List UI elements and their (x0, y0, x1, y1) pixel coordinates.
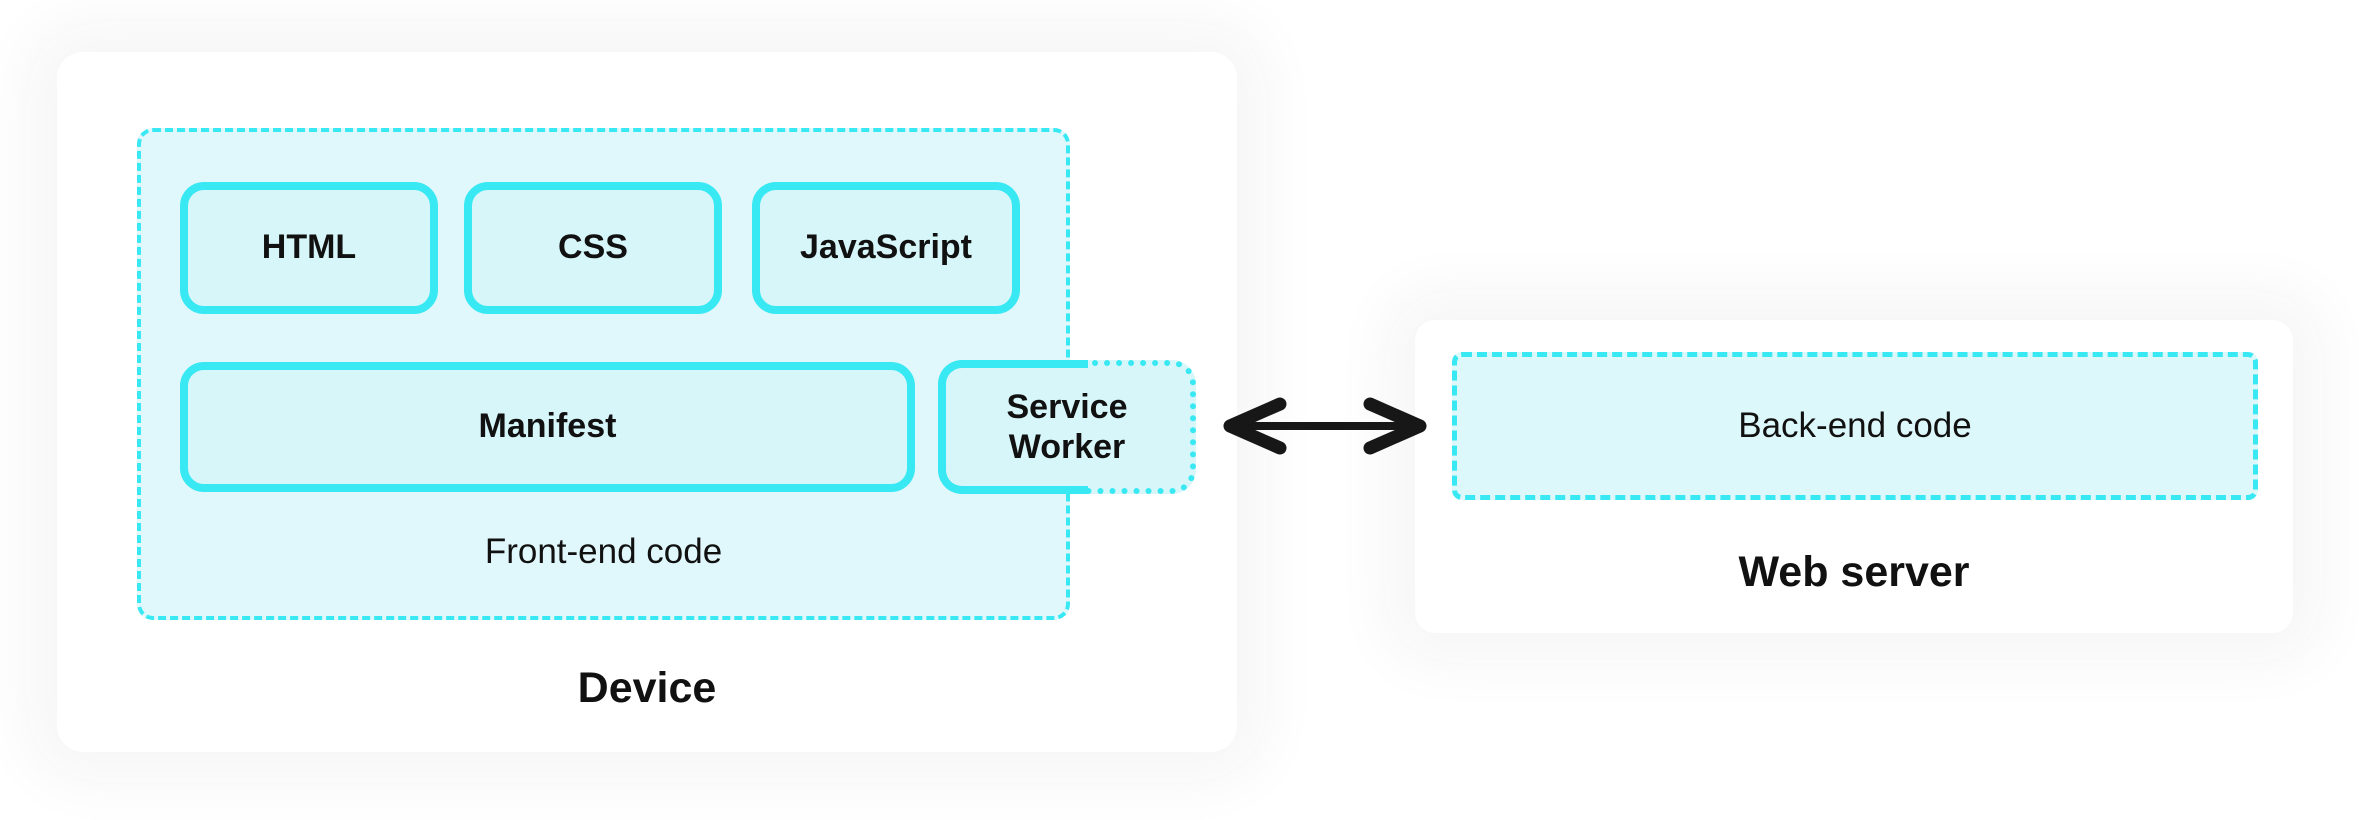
css-box: CSS (464, 182, 722, 314)
javascript-box: JavaScript (752, 182, 1020, 314)
html-box: HTML (180, 182, 438, 314)
service-worker-box-label: Service Worker (1007, 387, 1128, 467)
frontend-code-caption: Front-end code (484, 532, 723, 571)
javascript-box-label: JavaScript (800, 228, 972, 267)
service-worker-label-line2: Worker (1008, 428, 1126, 466)
left-right-arrow-icon (1218, 396, 1432, 456)
css-box-label: CSS (558, 228, 628, 267)
html-box-label: HTML (261, 228, 357, 267)
web-server-card: Back-end code Web server (1415, 320, 2293, 633)
service-worker-box: Service Worker (938, 360, 1196, 494)
frontend-code-group: HTML CSS JavaScript Manifest Service Wor… (137, 128, 1196, 620)
left-right-arrow-svg (1223, 397, 1427, 455)
backend-code-box: Back-end code (1452, 352, 2258, 500)
service-worker-label-line1: Service (1006, 387, 1128, 426)
manifest-box-label: Manifest (478, 407, 617, 446)
manifest-box: Manifest (180, 362, 915, 492)
web-server-title: Web server (1738, 548, 1970, 596)
device-card: HTML CSS JavaScript Manifest Service Wor… (57, 52, 1237, 752)
device-title: Device (577, 664, 717, 712)
backend-code-label: Back-end code (1738, 406, 1972, 445)
